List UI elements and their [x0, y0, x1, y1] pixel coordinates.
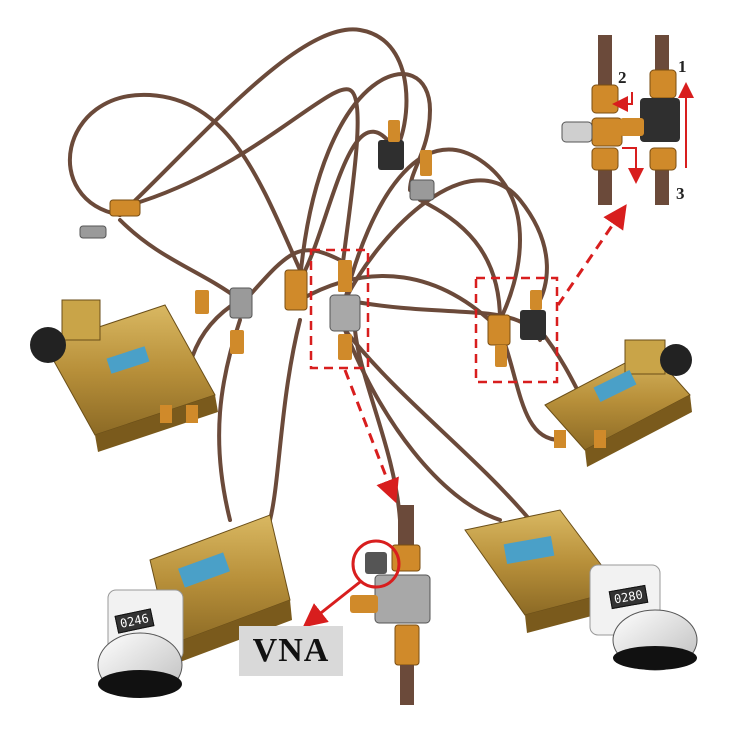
connector-tees	[79, 120, 546, 367]
port-2-label: 2	[618, 68, 627, 87]
coax-cables	[67, 27, 612, 522]
highlight-boxes	[309, 248, 559, 384]
port-3-label: 3	[676, 184, 685, 203]
pointer-arrows	[343, 204, 627, 504]
vna-label-box: VNA	[239, 626, 343, 676]
port-1-label: 1	[678, 57, 687, 76]
tuner-left-mid	[30, 299, 218, 452]
vna-label: VNA	[252, 632, 330, 669]
vna-port-marker	[302, 539, 401, 628]
vna-port-detail-inset	[350, 505, 431, 705]
circulator-port-arrows	[612, 82, 694, 184]
tuner-right-mid	[544, 339, 692, 467]
circulator-detail-inset	[561, 35, 680, 205]
tuner-right-front	[464, 509, 698, 671]
